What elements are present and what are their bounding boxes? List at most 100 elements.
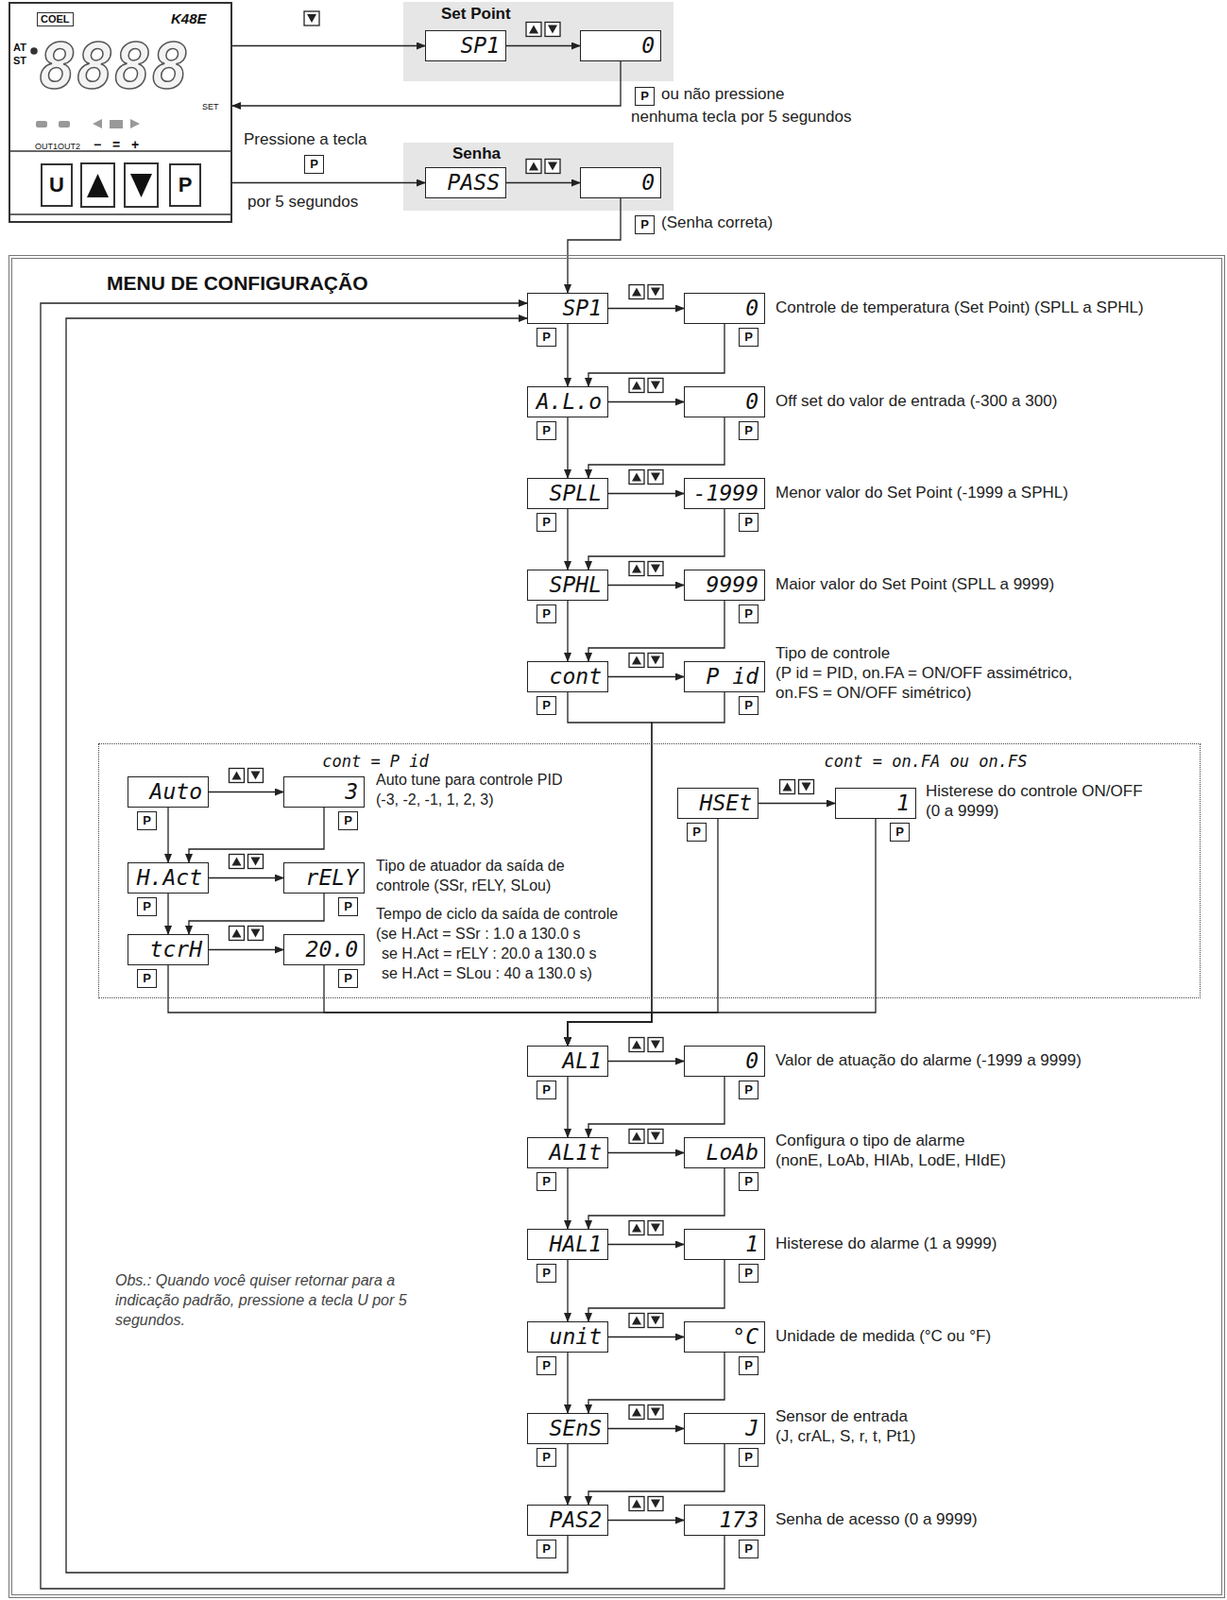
key-outline — [647, 378, 664, 393]
display-box: H.Act — [127, 862, 209, 894]
down-key-icon — [647, 1038, 664, 1053]
flow-connector — [588, 1076, 725, 1138]
display-box: P id — [683, 661, 766, 693]
device-key: P — [169, 163, 202, 207]
description-text: (se H.Act = SSr : 1.0 a 130.0 s — [375, 924, 581, 944]
flow-connector — [566, 600, 568, 662]
display-text: H.Act — [136, 863, 203, 892]
display-box: HSEt — [677, 787, 759, 819]
key-outline — [629, 285, 645, 300]
description-text: on.FS = ON/OFF simétrico) — [775, 683, 972, 703]
flow-connector — [588, 1444, 725, 1505]
description-text: Tipo de controle — [775, 644, 890, 664]
key-triangle — [631, 1224, 642, 1233]
display-text: SP1 — [562, 293, 602, 323]
key-triangle — [650, 1224, 661, 1233]
key-icon: P — [536, 604, 557, 624]
flow-connector — [506, 45, 580, 47]
flow-connector — [608, 676, 684, 678]
key-triangle — [631, 288, 642, 297]
flow-connector — [566, 1076, 568, 1138]
key-triangle — [251, 771, 261, 781]
key-triangle — [650, 1316, 661, 1326]
display-text: 0 — [641, 31, 655, 60]
key-triangle — [631, 381, 642, 391]
key-triangle — [631, 1499, 642, 1509]
flow-connector — [506, 182, 580, 184]
display-text: SP1 — [460, 31, 500, 60]
flow-connector — [208, 877, 284, 879]
description-text: ou não pressione — [661, 85, 784, 104]
key-icon: P — [536, 512, 557, 532]
display-text: 173 — [718, 1505, 759, 1534]
flow-connector — [566, 1352, 568, 1414]
key-outline — [229, 926, 245, 941]
device-label: ST — [13, 54, 27, 68]
key-triangle — [801, 783, 812, 792]
display-text: P id — [706, 662, 759, 691]
description-text: Configura o tipo de alarme — [775, 1131, 965, 1151]
key-outline — [647, 470, 664, 485]
condition-heading: cont = P id — [99, 751, 652, 771]
key-outline — [629, 470, 645, 485]
flow-connector — [588, 1352, 725, 1414]
device-label: = — [112, 136, 120, 153]
description-text: Histerese do alarme (1 a 9999) — [775, 1234, 997, 1254]
description-text: Menor valor do Set Point (-1999 a SPHL) — [775, 483, 1069, 503]
flow-connector — [608, 1519, 684, 1521]
key-triangle — [650, 1499, 661, 1509]
flow-connector — [608, 1244, 684, 1245]
key-outline — [248, 926, 264, 941]
flow-connector — [588, 600, 725, 662]
key-triangle — [528, 162, 539, 171]
key-triangle — [631, 1132, 642, 1142]
display-text: -1999 — [693, 478, 759, 508]
flow-connector — [323, 965, 652, 1046]
key-triangle — [650, 656, 661, 665]
description-text: Senha de acesso (0 a 9999) — [775, 1510, 978, 1530]
device-label: 8888 — [38, 35, 189, 99]
display-box: SPLL — [527, 477, 609, 510]
description-text: (P id = PID, on.FA = ON/OFF assimétrico, — [775, 664, 1073, 683]
key-letter: U — [42, 165, 71, 205]
flow-connector — [168, 965, 652, 1046]
key-triangle — [650, 473, 661, 482]
key-outline — [629, 378, 645, 393]
key-outline — [780, 780, 796, 795]
up-key-icon — [629, 1497, 645, 1512]
flow-connector — [566, 417, 568, 478]
flow-connector — [588, 1260, 725, 1322]
key-letter: P — [170, 165, 200, 205]
flow-connector — [588, 323, 725, 387]
up-key-icon — [229, 926, 245, 941]
key-icon: P — [738, 1539, 759, 1559]
description-text: (J, crAL, S, r, t, Pt1) — [775, 1427, 916, 1447]
description-text: Tempo de ciclo da saída de controle — [375, 904, 618, 924]
menu-frame: MENU DE CONFIGURAÇÃOSP10A.L.o0SPLL-1999S… — [8, 255, 1226, 1599]
display-box: A.L.o — [527, 386, 609, 418]
key-icon: P — [338, 897, 358, 917]
description-text: Off set do valor de entrada (-300 a 300) — [775, 391, 1057, 411]
display-text: AL1t — [549, 1138, 602, 1167]
key-icon: P — [536, 696, 557, 716]
note-text: Obs.: Quando você quiser retornar para a… — [115, 1270, 446, 1330]
key-outline — [629, 1129, 645, 1144]
display-text: 3 — [344, 777, 358, 806]
flow-connector — [608, 1060, 684, 1062]
display-box: cont — [527, 661, 609, 693]
down-key-icon — [304, 11, 320, 26]
display-box: SPHL — [527, 569, 609, 601]
display-text: tcrH — [150, 935, 203, 964]
up-key-icon — [629, 1405, 645, 1420]
flow-connector — [566, 1444, 568, 1505]
panel-heading: Senha — [452, 144, 501, 164]
display-text: PAS2 — [549, 1505, 602, 1534]
flow-connector — [588, 509, 725, 570]
display-box: SEnS — [527, 1413, 609, 1445]
key-outline — [629, 653, 645, 668]
key-triangle — [631, 1040, 642, 1050]
display-box: Auto — [127, 776, 209, 808]
key-triangle — [547, 162, 558, 171]
description-text: (nonE, LoAb, HIAb, LodE, HIdE) — [775, 1151, 1006, 1171]
